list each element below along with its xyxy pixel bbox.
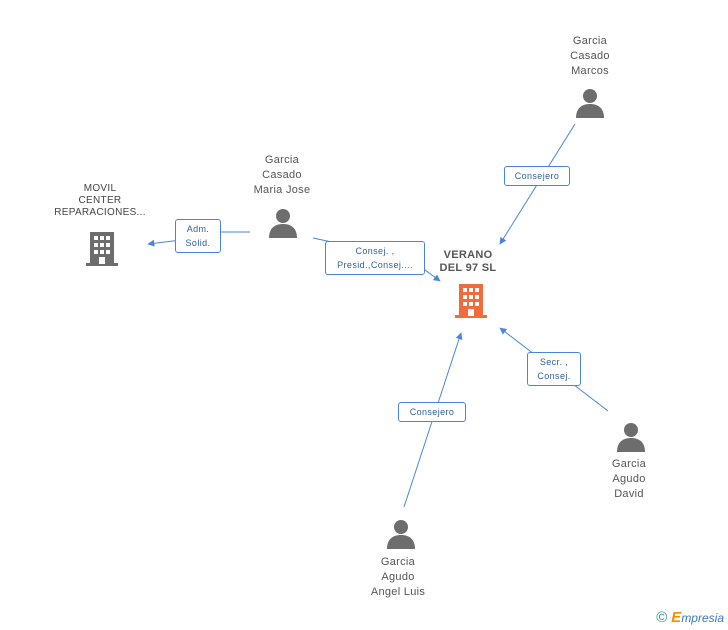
company-label-movil[interactable]: MOVIL CENTER REPARACIONES... [54,183,146,218]
edge-label-maria-movil[interactable]: Adm. Solid. [175,219,221,253]
person-label-marcos[interactable]: Garcia Casado Marcos [570,35,610,77]
person-icon-angel-luis[interactable] [386,519,416,549]
edge-label-marcos-verano[interactable]: Consejero [504,166,570,186]
person-icon-maria-jose[interactable] [268,208,298,238]
person-icon-marcos[interactable] [575,88,605,118]
person-label-maria-jose[interactable]: Garcia Casado Maria Jose [253,154,311,196]
empresia-logo: Empresia [671,609,724,626]
person-label-angel-luis[interactable]: Garcia Agudo Angel Luis [370,556,426,598]
edge-label-maria-verano[interactable]: Consej. , Presid.,Consej.... [325,241,425,275]
person-label-david[interactable]: Garcia Agudo David [611,458,647,500]
building-icon-movil[interactable] [86,232,118,266]
edge-label-david-verano[interactable]: Secr. , Consej. [527,352,581,386]
footer-brand: © Empresia [656,609,724,626]
company-label-verano[interactable]: VERANO DEL 97 SL [439,249,497,274]
edge-label-angel-verano[interactable]: Consejero [398,402,466,422]
person-icon-david[interactable] [616,422,646,452]
building-icon-verano[interactable] [455,284,487,318]
copyright-icon: © [656,609,668,626]
